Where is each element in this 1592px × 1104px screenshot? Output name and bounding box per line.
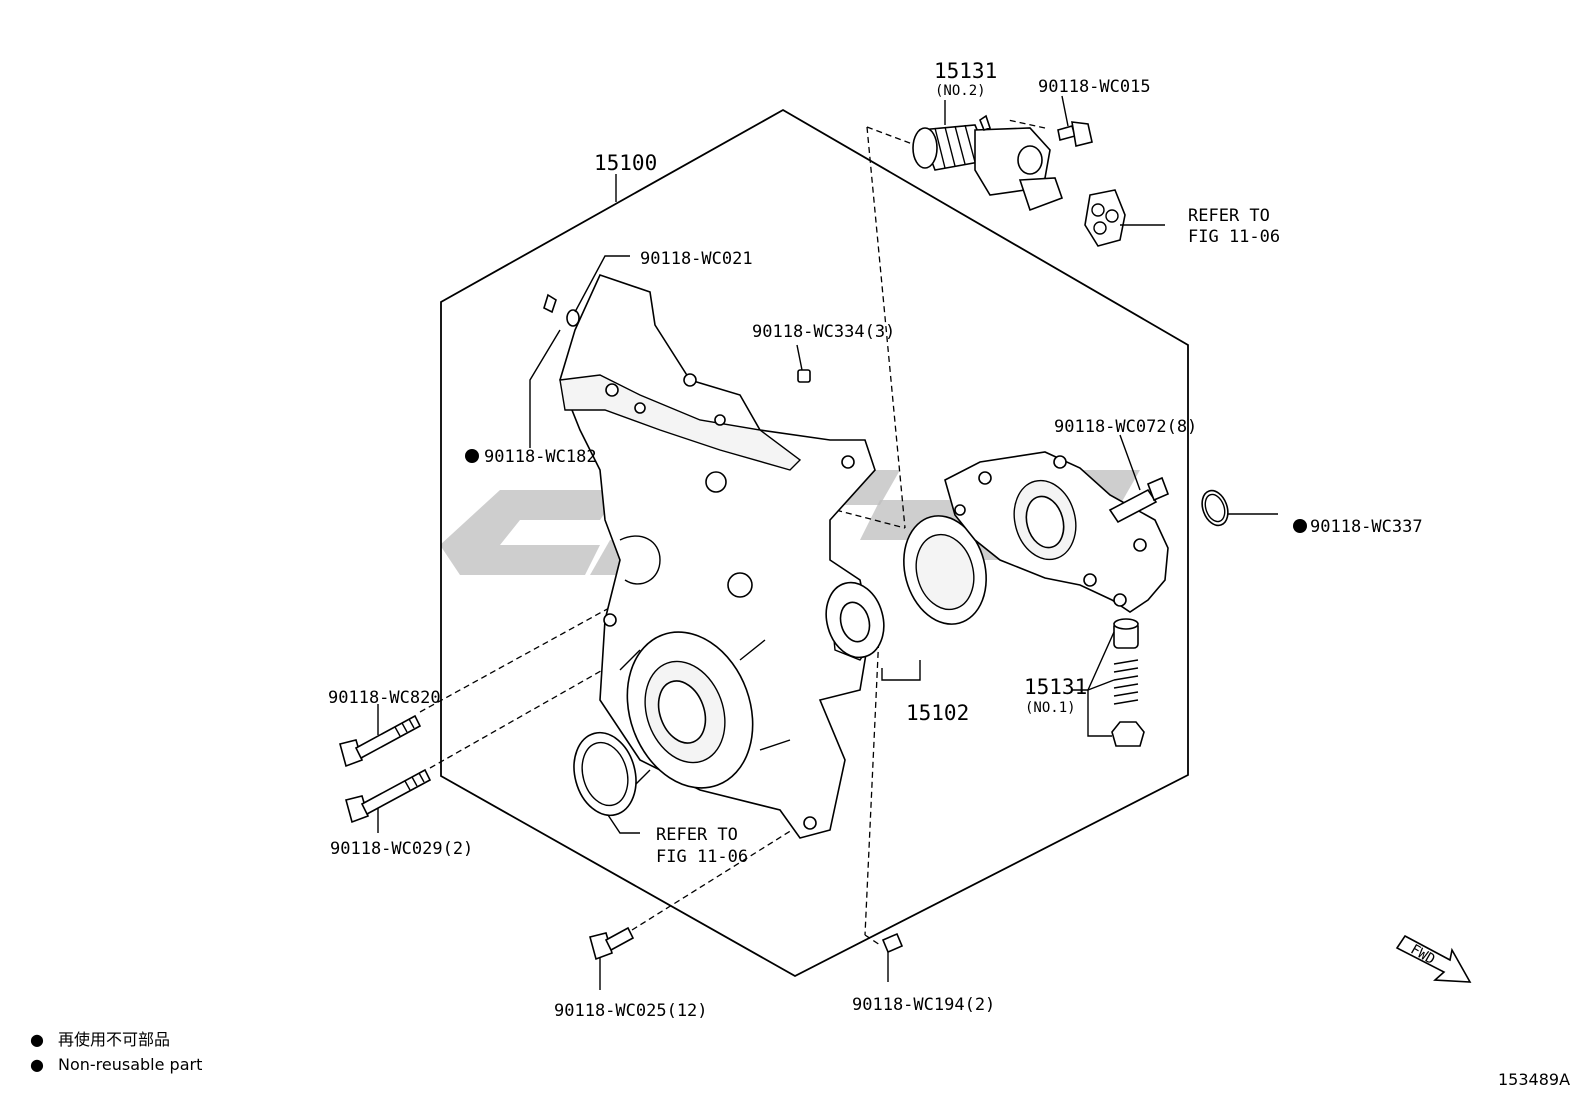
bolt-wc021 — [543, 293, 580, 327]
fwd-arrow-icon: FWD — [1395, 934, 1472, 983]
label-15131-no1: 15131 — [1024, 675, 1087, 699]
dowel-wc334 — [797, 369, 811, 383]
legend-marker-2: ● — [30, 1055, 44, 1074]
label-15131-no2: 15131 — [934, 59, 997, 83]
label-15131-no1-sub: (NO.1) — [1025, 700, 1076, 716]
label-wc072: 90118-WC072(8) — [1054, 417, 1197, 437]
dowel-wc194 — [881, 932, 904, 954]
o-ring-wc337 — [1201, 489, 1229, 527]
oil-pump-cover — [944, 451, 1169, 613]
timing-chain-cover — [559, 274, 881, 839]
label-wc334: 90118-WC334(3) — [752, 322, 895, 342]
bolt-wc015 — [1057, 121, 1093, 147]
oil-pump-rotor-set — [825, 515, 987, 659]
label-15102: 15102 — [906, 701, 969, 725]
legend-text-ja: 再使用不可部品 — [58, 1030, 170, 1049]
refer-lower-line2: FIG 11-06 — [656, 847, 748, 867]
non-reusable-marker-wc337 — [1293, 519, 1307, 533]
refer-upper-line1: REFER TO — [1188, 206, 1270, 226]
label-wc029: 90118-WC029(2) — [330, 839, 473, 859]
label-wc337: 90118-WC337 — [1310, 517, 1423, 537]
refer-lower-line1: REFER TO — [656, 825, 738, 845]
non-reusable-marker-wc182 — [465, 449, 479, 463]
label-wc194: 90118-WC194(2) — [852, 995, 995, 1015]
leader-lines — [377, 95, 1278, 990]
legend-text-en: Non-reusable part — [58, 1055, 202, 1074]
figure-number: 153489A — [1498, 1070, 1570, 1089]
label-wc025: 90118-WC025(12) — [554, 1001, 708, 1021]
label-wc021: 90118-WC021 — [640, 249, 753, 269]
bolt-wc025 — [589, 926, 635, 961]
label-15131-no2-sub: (NO.2) — [935, 83, 986, 99]
gasket-upper — [1084, 189, 1126, 247]
refer-upper-line2: FIG 11-06 — [1188, 227, 1280, 247]
oil-control-valve-no2 — [912, 114, 1064, 212]
crank-oil-seal — [573, 731, 637, 817]
legend-marker-1: ● — [30, 1030, 44, 1049]
relief-valve-no1 — [1111, 618, 1145, 747]
bolt-wc820 — [339, 714, 422, 768]
label-wc820: 90118-WC820 — [328, 688, 441, 708]
legend: ● 再使用不可部品 ● Non-reusable part — [30, 1030, 202, 1074]
assembly-boundary — [440, 108, 1189, 978]
bolt-wc029 — [345, 768, 432, 824]
bolt-wc072 — [1108, 476, 1170, 524]
label-wc015: 90118-WC015 — [1038, 77, 1151, 97]
label-wc182: 90118-WC182 — [484, 447, 597, 467]
label-15100: 15100 — [594, 151, 657, 175]
